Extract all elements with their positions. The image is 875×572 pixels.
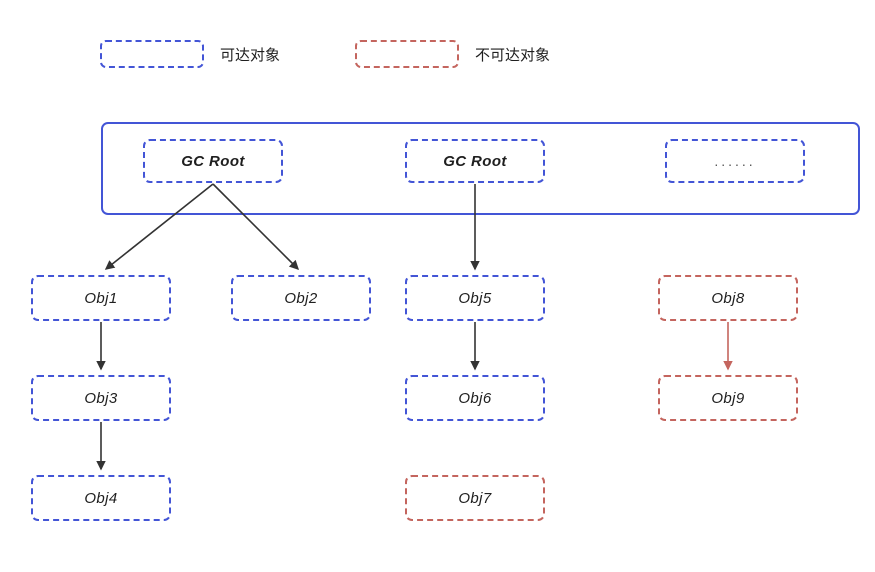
object-node-obj1-label: Obj1 [84, 289, 118, 307]
object-node-obj6-label: Obj6 [458, 389, 492, 407]
object-node-obj4[interactable]: Obj4 [31, 475, 171, 521]
object-node-obj6[interactable]: Obj6 [405, 375, 545, 421]
object-node-obj2-label: Obj2 [284, 289, 318, 307]
gc-root-node-2-label: GC Root [443, 152, 507, 170]
legend-label-unreachable: 不可达对象 [475, 46, 551, 64]
object-node-obj2[interactable]: Obj2 [231, 275, 371, 321]
gc-root-container [101, 122, 860, 215]
object-node-obj7-label: Obj7 [458, 489, 492, 507]
legend-swatch-reachable [100, 40, 204, 68]
object-node-obj8[interactable]: Obj8 [658, 275, 798, 321]
legend-item-unreachable: 不可达对象 [355, 40, 550, 68]
object-node-obj7[interactable]: Obj7 [405, 475, 545, 521]
object-node-obj9[interactable]: Obj9 [658, 375, 798, 421]
object-node-obj5[interactable]: Obj5 [405, 275, 545, 321]
object-node-obj4-label: Obj4 [84, 489, 118, 507]
gc-root-node-2[interactable]: GC Root [405, 139, 545, 183]
object-node-obj9-label: Obj9 [711, 389, 745, 407]
gc-root-node-ellipsis[interactable]: ...... [665, 139, 805, 183]
legend-swatch-unreachable [355, 40, 459, 68]
gc-root-node-1-label: GC Root [181, 152, 245, 170]
object-node-obj3-label: Obj3 [84, 389, 118, 407]
legend-item-reachable: 可达对象 [100, 40, 280, 68]
object-node-obj3[interactable]: Obj3 [31, 375, 171, 421]
object-node-obj1[interactable]: Obj1 [31, 275, 171, 321]
gc-root-node-1[interactable]: GC Root [143, 139, 283, 183]
object-node-obj5-label: Obj5 [458, 289, 492, 307]
legend-label-reachable: 可达对象 [220, 46, 281, 64]
gc-root-node-ellipsis-label: ...... [714, 153, 756, 169]
object-node-obj8-label: Obj8 [711, 289, 745, 307]
